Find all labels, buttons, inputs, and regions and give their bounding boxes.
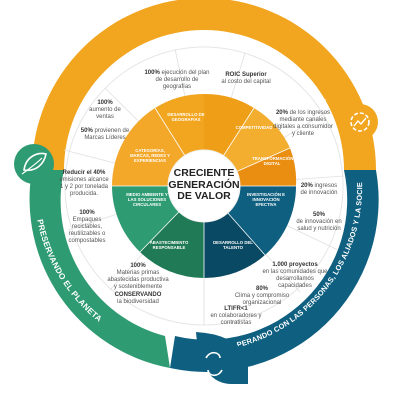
leaf-icon	[14, 144, 54, 184]
metric-empaques: 100%Empaques reciclables, reutilizables …	[68, 210, 106, 244]
segment-label-transformacion: TRANSFORMACIÓN DIGITAL	[252, 156, 294, 166]
segment-label-medioambiente: MEDIO AMBIENTE Y LAS SOLUCIONES CIRCULAR…	[126, 192, 168, 207]
center-circle	[167, 149, 241, 223]
outer-ring-green	[29, 170, 171, 368]
metric-canales-digitales: 20% de los ingresos mediante canales dig…	[273, 110, 333, 137]
outer-ring-teal	[170, 170, 379, 372]
segment-label-investigacion: INVESTIGACIÓN E INNOVACIÓN EFECTIVA	[247, 192, 285, 207]
segment-label-abastecimiento: ABASTECIMIENTO RESPONSABLE	[149, 240, 189, 250]
metric-geografias: 100% ejecución del plan de desarrollo de…	[144, 70, 210, 90]
metric-salud-nutricion: 50%de innovación en salud y nutrición	[296, 212, 342, 232]
metric-emisiones: Reducir el 40% emisiones alcance 1 y 2 p…	[59, 170, 109, 197]
segment-label-geografias: DESARROLLO DE GEOGRAFÍAS	[167, 112, 205, 122]
metric-clima: 80%Clima y compromiso organizacional	[234, 286, 290, 306]
segment-label-competitividad: COMPETITIVIDAD	[235, 125, 273, 130]
outer-ring-orange	[32, 0, 376, 170]
metric-materias-primas: 100%Materias primas abastecidas producti…	[107, 263, 169, 290]
segment-label-talento: DESARROLLO DEL TALENTO	[213, 240, 253, 250]
metric-ventas: 100%aumento de ventas	[89, 100, 121, 120]
center-title: CRECIENTE GENERACIÓN DE VALOR	[168, 167, 240, 202]
segment-label-categorias: CATEGORÍAS, MARCAS, REDES Y EXPERIENCIAS	[129, 148, 171, 163]
people-icon	[196, 332, 248, 384]
growth-icon	[342, 104, 378, 140]
metric-ingresos-innovacion: 20% ingresos de innovación	[300, 183, 338, 196]
metric-marcas-lideres: 50% provienen de Marcas Líderes	[80, 128, 130, 141]
